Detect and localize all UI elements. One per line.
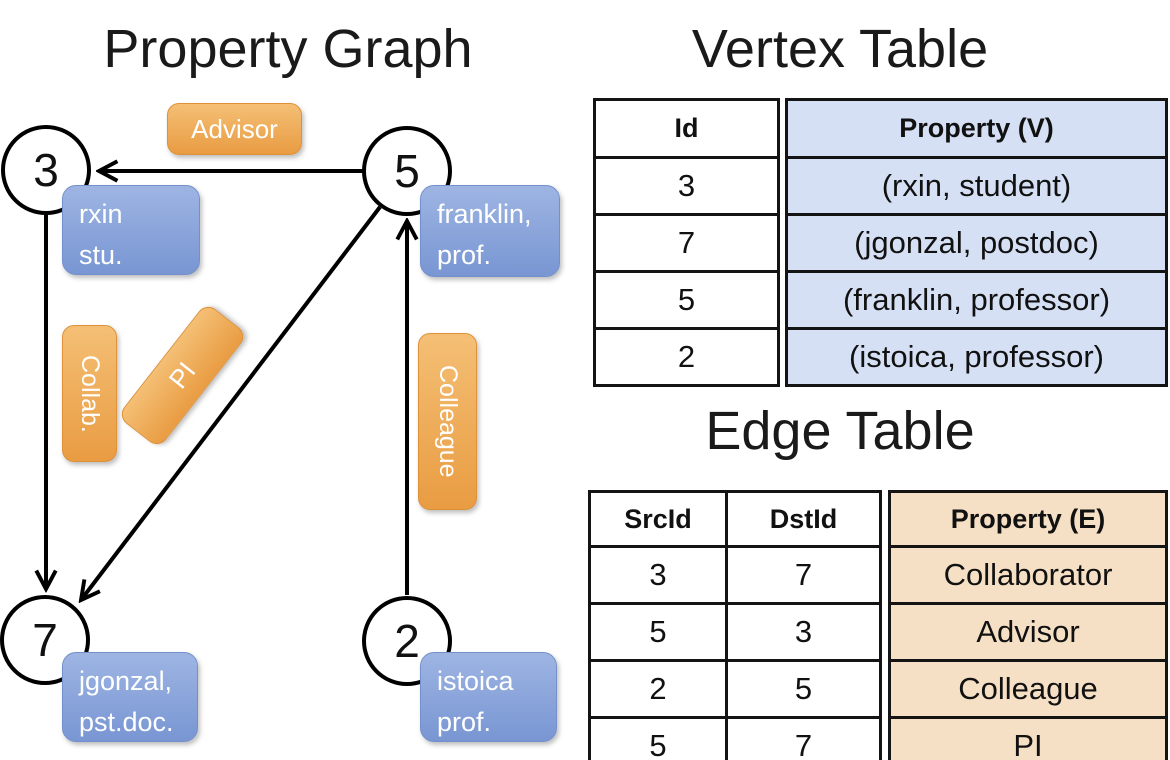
vertex-id-cell: 3 (593, 156, 780, 216)
vertex-prop-line: istoica (437, 666, 514, 696)
vertex-table-title: Vertex Table (691, 19, 989, 79)
vertex-table-id-column: Id 3 7 5 2 (593, 98, 780, 387)
graph-node-5: 5 (362, 126, 452, 216)
edge-label-colleague: Colleague (418, 333, 477, 510)
vertex-table-property-column: Property (V) (rxin, student) (jgonzal, p… (785, 98, 1168, 387)
vertex-prop-line: jgonzal, (79, 666, 173, 696)
vertex-col-header-id: Id (593, 98, 780, 159)
edge-label-advisor: Advisor (167, 103, 302, 155)
edge-srcid-cell: 5 (588, 602, 728, 662)
vertex-col-header-property: Property (V) (785, 98, 1168, 159)
vertex-prop-box-5: franklin, prof. (420, 185, 560, 277)
vertex-prop-line: prof. (437, 239, 492, 270)
edge-dstid-cell: 5 (725, 659, 882, 719)
edge-dstid-cell: 7 (725, 545, 882, 605)
edge-col-header-property: Property (E) (888, 490, 1168, 548)
edge-pi-5-to-7 (81, 205, 382, 600)
edge-property-cell: Advisor (888, 602, 1168, 662)
edge-col-header-srcid: SrcId (588, 490, 728, 548)
vertex-prop-line: prof. (437, 706, 492, 737)
edge-table-id-columns: SrcId DstId 3 7 5 3 2 5 5 7 (588, 490, 882, 760)
vertex-prop-box-2: istoica prof. (420, 652, 557, 742)
vertex-id-cell: 5 (593, 270, 780, 330)
vertex-prop-line: pst.doc. (79, 706, 174, 737)
node-id-7: 7 (32, 614, 58, 666)
vertex-id-cell: 2 (593, 327, 780, 387)
edge-table-title: Edge Table (705, 401, 975, 461)
edge-col-header-dstid: DstId (725, 490, 882, 548)
edge-property-cell: Collaborator (888, 545, 1168, 605)
vertex-prop-line: stu. (79, 239, 123, 270)
edge-property-cell: Colleague (888, 659, 1168, 719)
node-id-2: 2 (394, 615, 420, 667)
edge-srcid-cell: 5 (588, 716, 728, 760)
edge-srcid-cell: 3 (588, 545, 728, 605)
edge-dstid-cell: 7 (725, 716, 882, 760)
graph-edges-layer (0, 0, 585, 760)
vertex-prop-line: rxin (79, 199, 123, 229)
vertex-property-cell: (istoica, professor) (785, 327, 1168, 387)
vertex-prop-box-3: rxin stu. (62, 185, 200, 275)
vertex-property-cell: (jgonzal, postdoc) (785, 213, 1168, 273)
vertex-prop-box-7: jgonzal, pst.doc. (62, 652, 198, 742)
graph-node-2: 2 (362, 596, 452, 686)
vertex-property-cell: (franklin, professor) (785, 270, 1168, 330)
edge-dstid-cell: 3 (725, 602, 882, 662)
vertex-id-cell: 7 (593, 213, 780, 273)
node-id-5: 5 (394, 145, 420, 197)
edge-label-collab: Collab. (62, 325, 117, 462)
property-graph-title: Property Graph (103, 19, 473, 79)
vertex-property-cell: (rxin, student) (785, 156, 1168, 216)
vertex-prop-line: franklin, (437, 199, 532, 229)
edge-property-cell: PI (888, 716, 1168, 760)
node-id-3: 3 (33, 144, 59, 196)
edge-srcid-cell: 2 (588, 659, 728, 719)
edge-table-property-column: Property (E) Collaborator Advisor Collea… (888, 490, 1168, 760)
